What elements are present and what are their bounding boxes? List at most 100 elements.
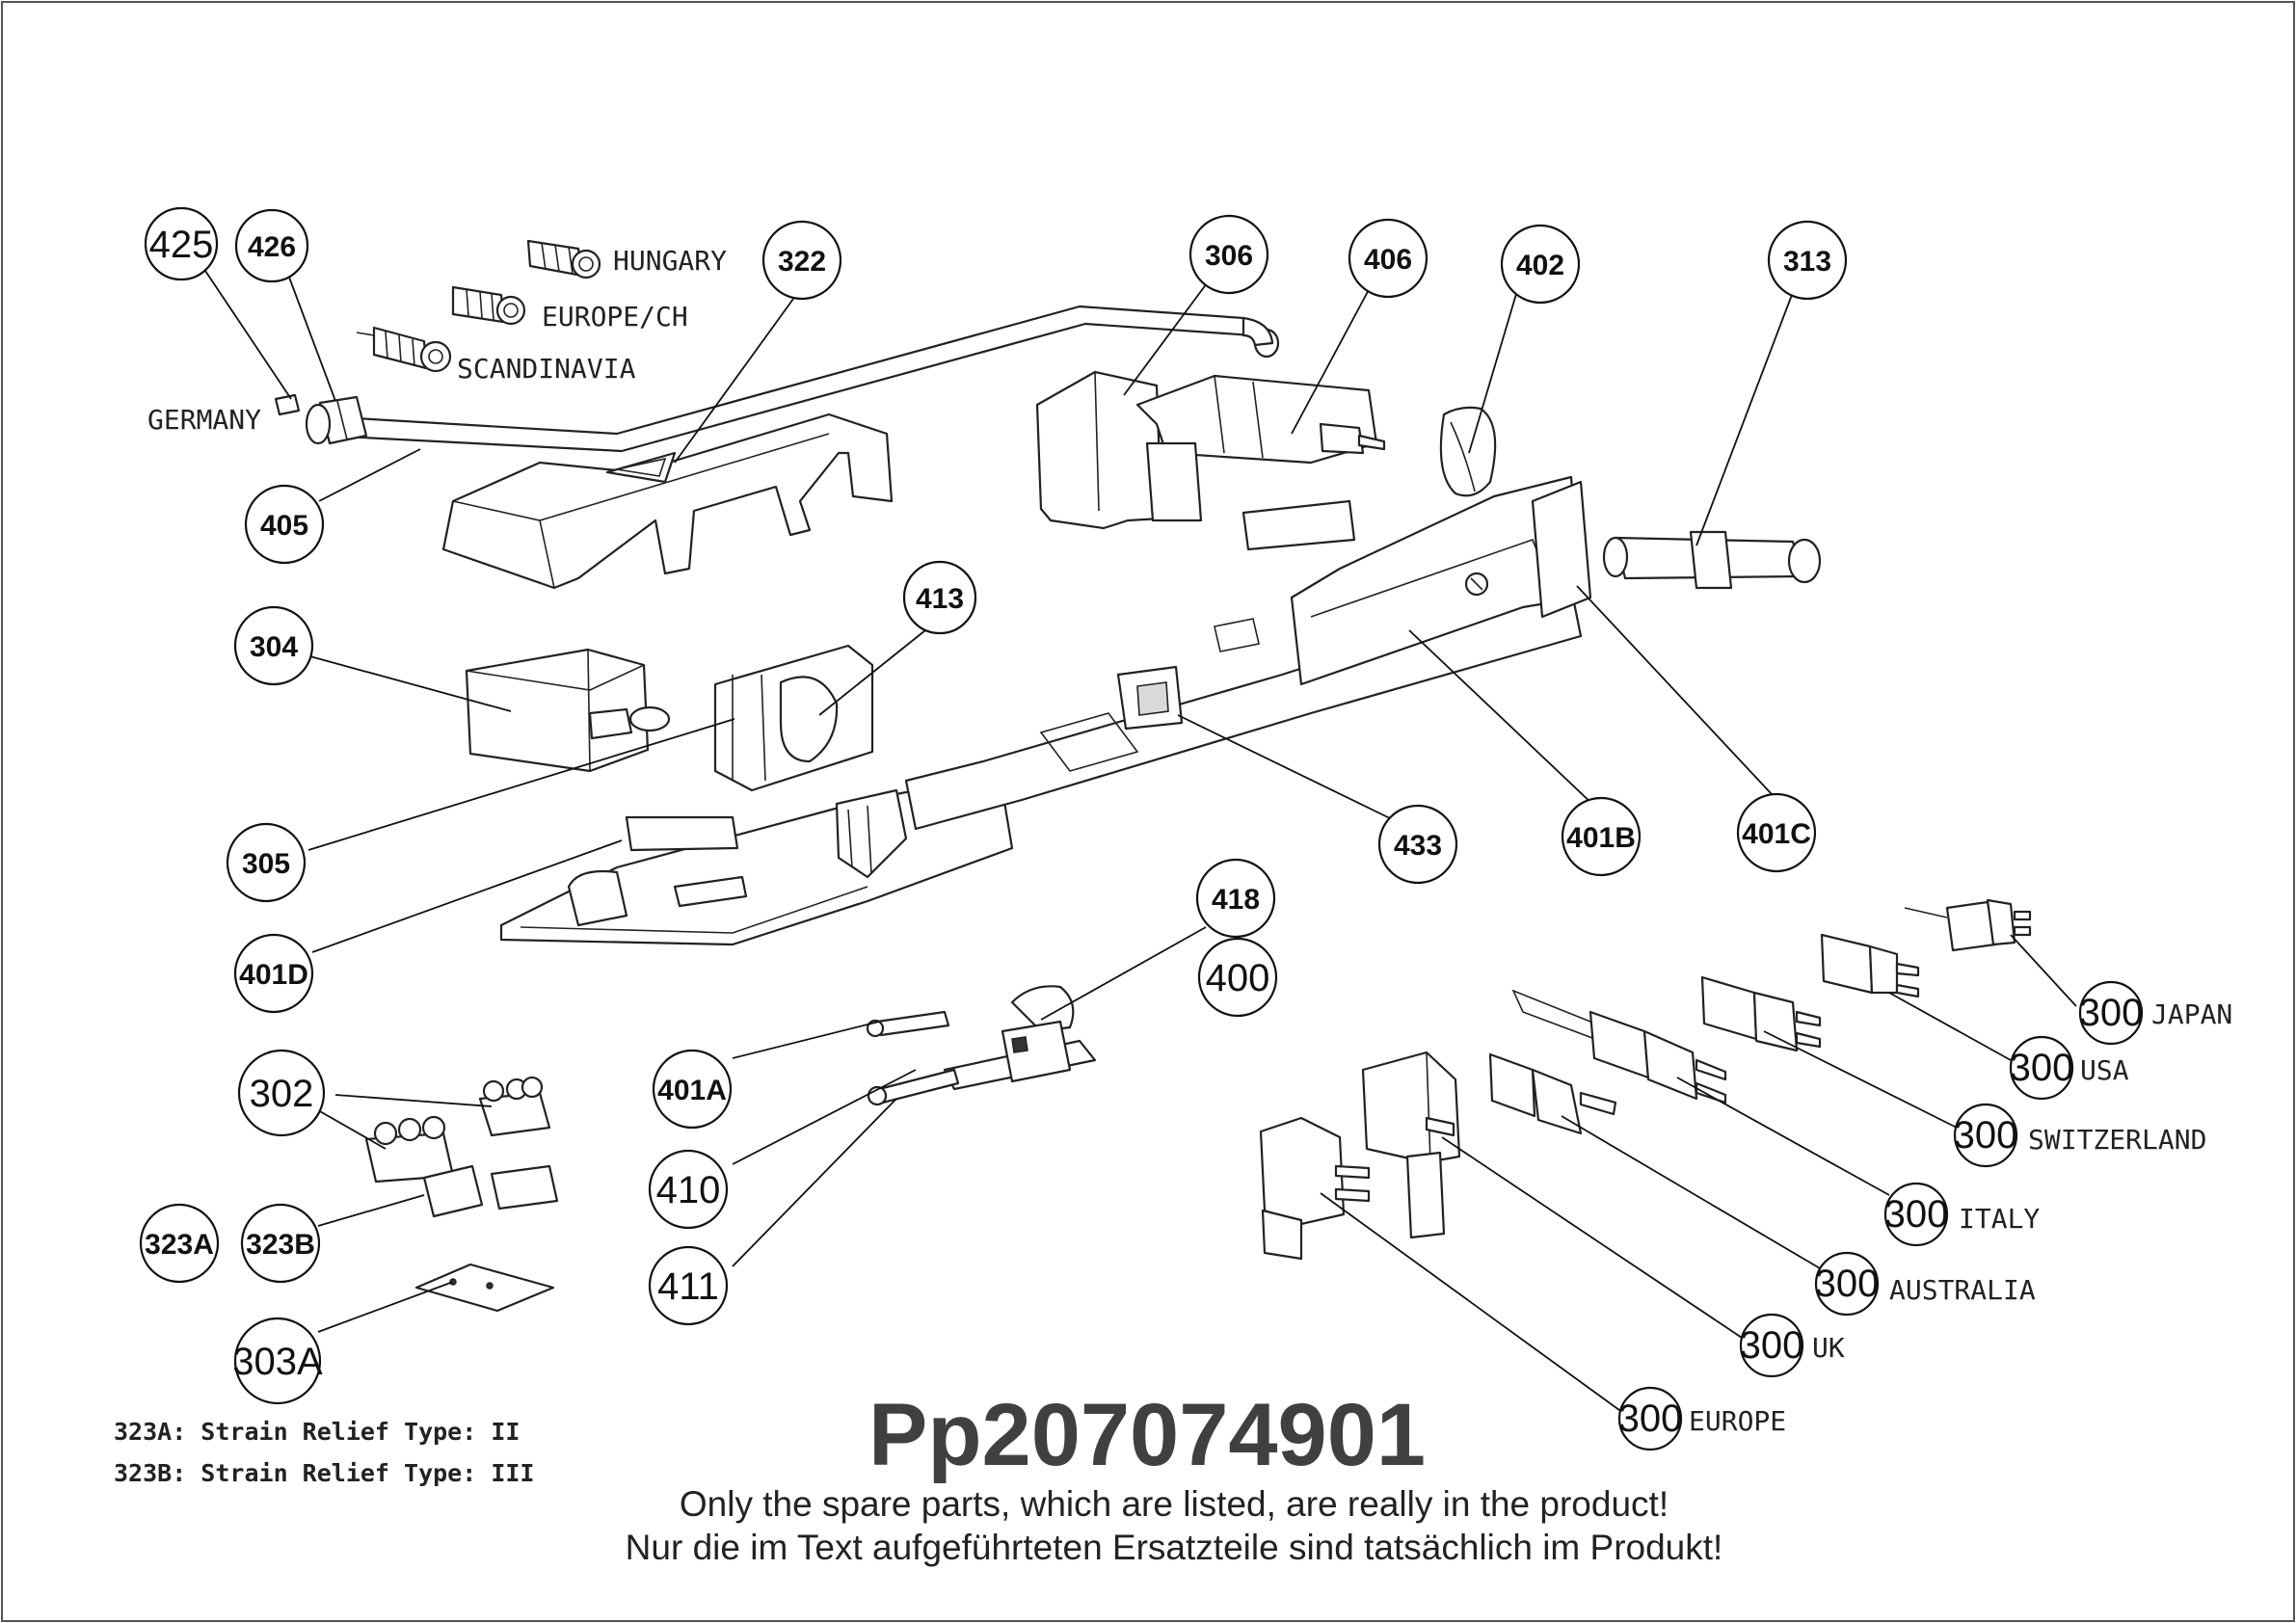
- plug-callout-italy[interactable]: 300 ITALY: [1884, 1182, 2041, 1247]
- callout-323A[interactable]: 323A: [139, 1203, 220, 1284]
- plug-callout-australia-number: 300: [1815, 1263, 1880, 1305]
- callout-405-label: 405: [260, 510, 308, 542]
- injector-variant-scandinavia: [356, 326, 452, 373]
- callout-305-label: 305: [242, 848, 290, 880]
- callout-313-label: 313: [1783, 246, 1831, 278]
- callout-425-label: 425: [149, 224, 214, 266]
- plug-switzerland: [1700, 975, 1822, 1052]
- plug-callout-italy-number: 300: [1884, 1193, 1949, 1236]
- parts-drawing: [274, 239, 2032, 1313]
- callout-418-label: 418: [1212, 884, 1260, 916]
- plug-callout-europe-country: EUROPE: [1689, 1405, 1786, 1437]
- injector-variant-europe-ch: [451, 285, 526, 326]
- callout-401C[interactable]: 401C: [1736, 792, 1817, 873]
- igniter-button-313: [1602, 530, 1822, 590]
- callout-425[interactable]: 425: [144, 206, 219, 281]
- leader-lines: [204, 270, 2077, 1414]
- callout-303A-label: 303A: [232, 1341, 323, 1383]
- callout-402-label: 402: [1516, 250, 1564, 281]
- plug-callout-usa[interactable]: 300 USA: [2010, 1035, 2129, 1101]
- plug-callout-uk-country: UK: [1812, 1332, 1845, 1364]
- note-323B: 323B: Strain Relief Type: III: [114, 1459, 535, 1487]
- callout-322-label: 322: [778, 246, 826, 278]
- callout-406-label: 406: [1364, 244, 1412, 276]
- plug-callout-japan-number: 300: [2079, 992, 2144, 1034]
- chassis-frame-401: [499, 475, 1592, 946]
- callout-303A[interactable]: 303A: [232, 1317, 323, 1405]
- callout-402[interactable]: 402: [1500, 224, 1581, 305]
- plug-australia: [1488, 1052, 1617, 1135]
- plug-usa: [1820, 933, 1920, 998]
- plug-japan: [1904, 898, 2032, 952]
- callout-401A[interactable]: 401A: [652, 1049, 733, 1130]
- plug-callout-usa-number: 300: [2010, 1047, 2074, 1089]
- callout-410-label: 410: [656, 1169, 721, 1211]
- callout-405[interactable]: 405: [244, 484, 325, 565]
- callout-411-label: 411: [657, 1265, 719, 1308]
- callout-304[interactable]: 304: [233, 605, 314, 686]
- callout-305[interactable]: 305: [226, 822, 307, 903]
- callout-401D[interactable]: 401D: [233, 933, 314, 1014]
- plug-callout-switzerland[interactable]: 300 SWITZERLAND: [1954, 1103, 2207, 1168]
- callout-322[interactable]: 322: [761, 220, 842, 301]
- injector-425: [274, 393, 301, 416]
- injector-variant-hungary: [526, 239, 601, 279]
- callout-401B-label: 401B: [1566, 822, 1636, 854]
- gas-pipe-405: [321, 305, 1280, 453]
- plug-callout-switzerland-number: 300: [1954, 1114, 2018, 1157]
- piezo-igniter-304: [465, 648, 671, 773]
- disclaimer-english: Only the spare parts, which are listed, …: [680, 1484, 1669, 1524]
- callout-410[interactable]: 410: [648, 1149, 729, 1230]
- pipe-variant-scandinavia-label: SCANDINAVIA: [457, 353, 636, 385]
- callout-313[interactable]: 313: [1767, 220, 1848, 301]
- callout-401C-label: 401C: [1742, 818, 1811, 850]
- pipe-variant-germany-label: GERMANY: [147, 404, 261, 436]
- callout-401B[interactable]: 401B: [1561, 796, 1642, 877]
- pipe-nut-426: [305, 395, 368, 445]
- callout-426[interactable]: 426: [234, 208, 309, 283]
- cover-322: [441, 412, 894, 590]
- pipe-variant-europe-ch-label: EUROPE/CH: [542, 301, 688, 333]
- strain-relief-set: [364, 1076, 559, 1218]
- plug-europe: [1259, 1116, 1371, 1261]
- plug-callout-europe-number: 300: [1618, 1397, 1683, 1440]
- plug-callout-australia[interactable]: 300 AUSTRALIA: [1815, 1251, 2036, 1317]
- plug-callout-uk[interactable]: 300 UK: [1740, 1313, 1845, 1378]
- callout-323B[interactable]: 323B: [240, 1203, 321, 1284]
- plug-callout-australia-country: AUSTRALIA: [1889, 1274, 2036, 1306]
- callout-406[interactable]: 406: [1348, 218, 1428, 299]
- thermostat-406: [1135, 374, 1386, 551]
- pipe-variant-hungary-label: HUNGARY: [613, 245, 727, 277]
- callout-426-label: 426: [248, 231, 296, 263]
- callout-323A-label: 323A: [145, 1229, 214, 1261]
- callout-304-label: 304: [250, 631, 298, 663]
- callout-302[interactable]: 302: [237, 1049, 326, 1137]
- plug-callout-usa-country: USA: [2080, 1054, 2129, 1086]
- callout-433-label: 433: [1394, 830, 1442, 862]
- plug-callout-japan-country: JAPAN: [2151, 998, 2232, 1030]
- document-code: Pp207074901: [868, 1386, 1426, 1484]
- bracket-305: [713, 644, 874, 792]
- callout-413-label: 413: [916, 583, 964, 615]
- thermocouple-assembly-400: [866, 985, 1097, 1106]
- callout-433[interactable]: 433: [1377, 804, 1458, 885]
- callout-413[interactable]: 413: [902, 560, 977, 635]
- callout-302-label: 302: [250, 1073, 314, 1115]
- callout-418[interactable]: 418: [1195, 858, 1276, 939]
- callout-411[interactable]: 411: [648, 1245, 729, 1326]
- note-323A: 323A: Strain Relief Type: II: [114, 1418, 520, 1446]
- callout-401D-label: 401D: [239, 959, 308, 991]
- housing-306: [1035, 370, 1163, 530]
- plug-uk: [1361, 1051, 1461, 1239]
- callout-306[interactable]: 306: [1188, 214, 1269, 295]
- callout-400-label: 400: [1206, 957, 1270, 999]
- plug-callout-switzerland-country: SWITZERLAND: [2028, 1124, 2206, 1156]
- callout-306-label: 306: [1205, 240, 1253, 272]
- disclaimer-german: Nur die im Text aufgeführteten Ersatztei…: [626, 1528, 1723, 1567]
- plug-callout-japan[interactable]: 300 JAPAN: [2079, 980, 2233, 1046]
- plug-callout-europe[interactable]: 300 EUROPE: [1618, 1386, 1787, 1451]
- knob-402: [1439, 406, 1497, 497]
- callout-400[interactable]: 400: [1197, 937, 1278, 1018]
